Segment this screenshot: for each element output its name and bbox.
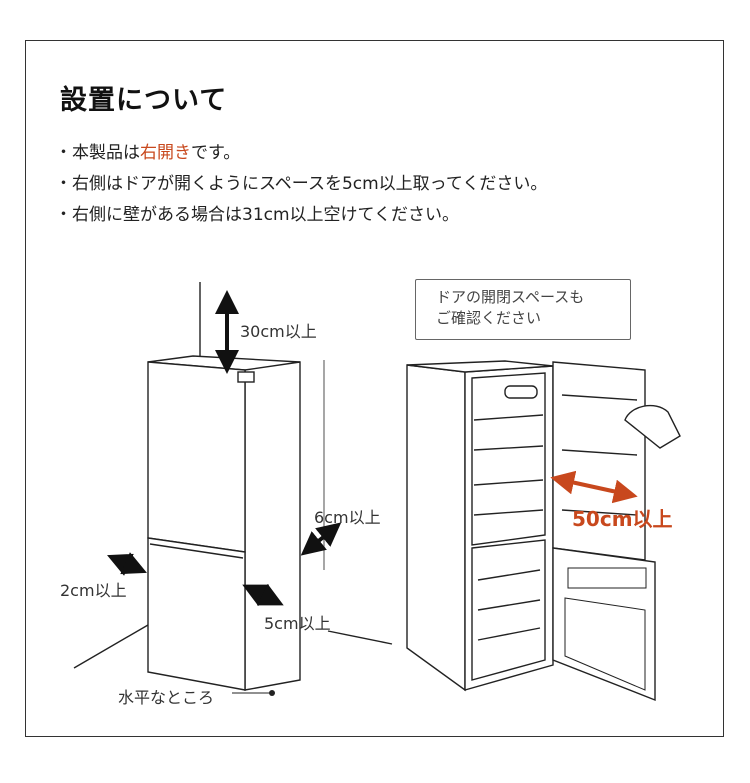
door-space-note-line: ご確認ください (436, 309, 542, 327)
back-clearance-label: 5cm以上 (264, 614, 331, 633)
fridge-upper-door (147, 361, 246, 553)
open-fridge-side (406, 364, 466, 692)
left-clearance-label: 2cm以上 (60, 581, 127, 600)
level-ground-label: 水平なところ (118, 688, 215, 707)
door-swing-arrow (550, 470, 638, 504)
instruction-list: ・本製品は右開きです。 ・右側はドアが開くようにスペースを5cm以上取ってくださ… (55, 138, 547, 231)
fridge-lower-door (147, 537, 246, 691)
left-clearance-arrow (107, 552, 147, 576)
instruction-item: ・本製品は右開きです。 (55, 138, 547, 169)
right-clearance-arrow (300, 522, 342, 556)
page-title: 設置について (60, 85, 228, 116)
right-opening-highlight: 右開き (140, 143, 191, 163)
instruction-text: です。 (191, 143, 241, 163)
fridge-open-illustration (406, 360, 681, 702)
right-clearance-label: 6cm以上 (314, 508, 381, 527)
door-space-note-line: ドアの開閉スペースも (436, 288, 585, 306)
temperature-dial (504, 385, 538, 399)
back-clearance-arrow (242, 583, 284, 607)
door-swing-label: 50cm以上 (572, 507, 673, 531)
level-leader-dot (269, 690, 275, 696)
freezer-compartment (471, 539, 546, 681)
floor-line-right (327, 630, 393, 645)
fridge-compartment (471, 372, 546, 546)
fridge-door-groove (149, 543, 244, 559)
instruction-item: ・右側はドアが開くようにスペースを5cm以上取ってください。 (55, 174, 548, 194)
instruction-item: ・右側に壁がある場合は31cm以上空けてください。 (55, 205, 460, 225)
instruction-text: ・本製品は (55, 143, 140, 163)
content-frame (25, 40, 724, 737)
top-clearance-label: 30cm以上 (240, 322, 317, 341)
door-space-note: ドアの開閉スペースも ご確認ください (415, 279, 631, 340)
fridge-hinge (237, 371, 255, 383)
floor-line-left (73, 624, 149, 669)
fridge-closed-illustration (73, 282, 393, 691)
clearance-arrows (107, 290, 342, 607)
hand-icon (624, 404, 681, 449)
fridge-side-panel (244, 361, 301, 691)
